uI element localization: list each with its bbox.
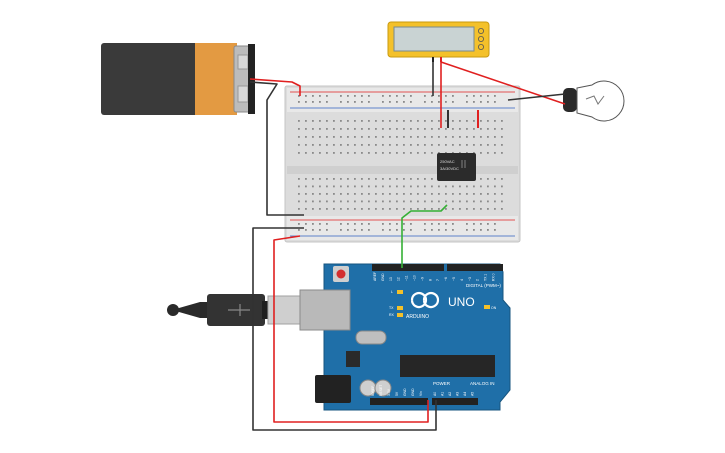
breadboard[interactable] [284, 85, 521, 243]
analog-header[interactable] [432, 398, 478, 405]
pin-label: A2 [448, 392, 452, 396]
analog-label: ANALOG IN [470, 381, 495, 386]
pin-label: ~3 [468, 277, 472, 281]
pin-label: A0 [433, 392, 437, 396]
pin-label: A5 [471, 392, 475, 396]
pin-label: ~5 [452, 277, 456, 281]
usb-icon [228, 304, 250, 316]
model-label: UNO [448, 295, 475, 309]
digital-label: DIGITAL (PWM~) [466, 283, 501, 288]
pin-label: ~11 [405, 275, 409, 281]
pin-label: GND [411, 388, 415, 396]
wire-5v-red [273, 235, 429, 423]
power-label: POWER [433, 381, 451, 386]
digital-header-right[interactable] [447, 264, 503, 271]
led-rx-label: RX [389, 313, 395, 317]
relay-rating-line2: 3A/30VDC [440, 166, 459, 171]
pin-label: TX 1 [484, 274, 488, 281]
pin-label: GND [381, 273, 385, 281]
pin-label: AREF [373, 272, 377, 281]
digital-header-left[interactable] [372, 264, 444, 271]
digital-pin-labels: AREF GND 13 12 ~11 ~10~9 8 7 ~6 ~5 4 ~3 2 TX 1 RX 0 [373, 272, 496, 281]
pin-label: A4 [463, 392, 467, 396]
pin-label: A1 [441, 392, 445, 396]
wire-meter-bulb [440, 61, 566, 105]
pin-label: 2 [476, 279, 480, 281]
wire-battery-positive [249, 78, 301, 96]
pin-label: 5V [395, 391, 399, 396]
pin-label: RX 0 [492, 273, 496, 281]
battery-9v: 9V [101, 43, 255, 115]
arduino-logo-icon [410, 291, 440, 309]
brand-label: ARDUINO [406, 314, 429, 320]
usb-cable [167, 294, 304, 326]
breadboard-holes [298, 95, 503, 231]
wire-relay-signal [401, 204, 448, 268]
relay-rating-line1: 250VAC [440, 159, 455, 164]
light-bulb-icon [563, 80, 625, 122]
power-header[interactable] [370, 398, 428, 405]
led-l-label: L [391, 290, 393, 294]
relay[interactable]: 250VAC 3A/30VDC [437, 153, 476, 181]
pin-label: GND [403, 388, 407, 396]
pin-label: RESET [379, 385, 383, 396]
wire-battery-negative [249, 81, 304, 216]
pin-label: A3 [456, 392, 460, 396]
led-tx-label: TX [389, 306, 394, 310]
pin-label: IOREF [371, 386, 375, 396]
power-pin-labels: IOREF RESET 3.3V 5V GND GND Vin [371, 385, 423, 396]
multimeter-terminal-icon[interactable] [477, 44, 484, 51]
wire-bb-bulb [507, 93, 566, 101]
pin-label: Vin [419, 391, 423, 396]
atmega-chip [400, 355, 495, 377]
pin-label: 8 [428, 279, 432, 281]
pin-label: ~10 [413, 275, 417, 281]
wire-gnd-black [252, 227, 437, 431]
multimeter-terminal-icon[interactable] [477, 27, 484, 34]
pin-label: 3.3V [387, 388, 391, 396]
multimeter-terminal-icon[interactable] [477, 36, 484, 43]
pin-label: 7 [436, 279, 440, 281]
pin-label: ~6 [444, 277, 448, 281]
led-on-label: ON [491, 306, 497, 310]
pin-label: 12 [397, 277, 401, 281]
pin-label: 4 [460, 279, 464, 281]
pin-label: ~9 [420, 277, 424, 281]
arduino-uno[interactable]: ARDUINO UNO DIGITAL (PWM~) POWER ANALOG … [299, 263, 511, 411]
pin-label: 13 [389, 277, 393, 281]
multimeter[interactable] [387, 21, 490, 62]
wires[interactable] [249, 61, 566, 431]
